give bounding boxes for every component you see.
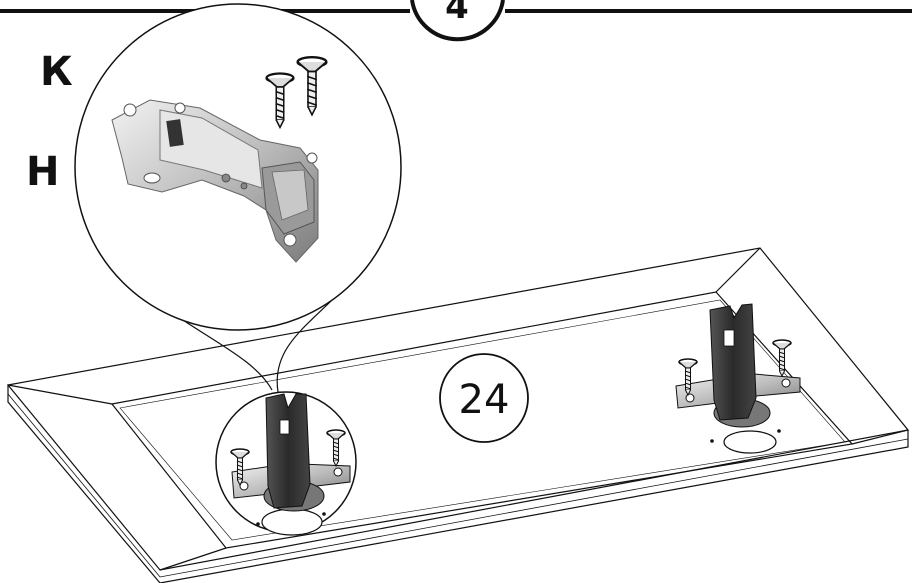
part-number-circle: [439, 353, 529, 443]
hinge-left-callout: [215, 391, 357, 536]
hinge-cup-hole-right: [723, 430, 777, 454]
legend-letter-top: К: [40, 49, 73, 95]
hinge-cup-hole-left: [261, 508, 323, 536]
concealed-hinge-icon: [111, 99, 319, 263]
step-header: 4: [0, 0, 912, 42]
panel-inner-inset: [119, 299, 846, 541]
part-number-badge: 24: [439, 353, 529, 443]
pilot-hole: [710, 439, 714, 443]
zoom-callout: [74, 3, 402, 331]
panel-thickness: [7, 385, 909, 583]
pilot-hole: [322, 512, 326, 516]
step-number: 4: [445, 0, 469, 27]
part-number-label: 24: [459, 377, 510, 423]
panel-bevel-corners: [7, 247, 909, 571]
hinge-right: [675, 303, 801, 454]
pilot-hole: [777, 429, 781, 433]
panel-edge-line: [7, 393, 909, 578]
legend-letter-bottom: Н: [26, 149, 59, 195]
step-number-badge: [410, 0, 505, 42]
pilot-hole: [256, 522, 260, 526]
